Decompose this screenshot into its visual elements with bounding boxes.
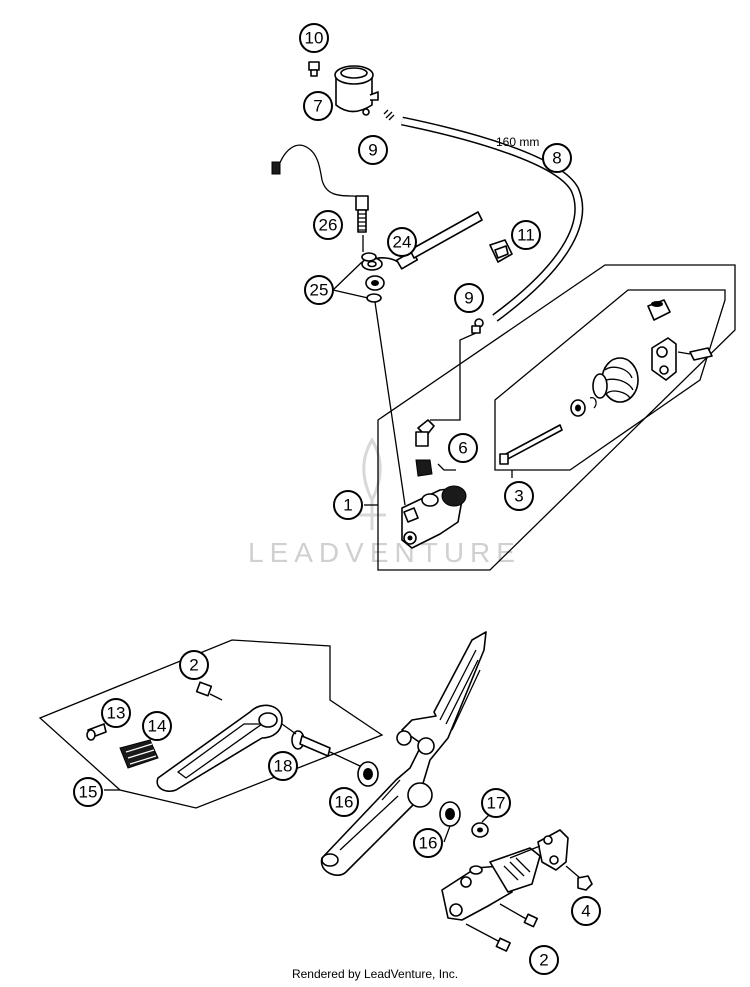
clevis [651,337,677,381]
assembly-line-clamp-to-connector [430,332,477,421]
svg-text:16: 16 [335,793,354,812]
rear-master-cylinder [441,847,541,921]
footrest-rubber [119,739,159,769]
cylinder-screw-upper [499,903,539,928]
bushing-upper [647,299,671,321]
assembly-line-banjo-to-cylinder [374,301,406,506]
callout-2-upper: 2 [179,650,209,680]
svg-text:16: 16 [419,834,438,853]
svg-text:11: 11 [517,226,535,245]
svg-text:13: 13 [107,704,126,723]
clip [489,239,513,263]
rod-washer [570,399,586,417]
footrest-bolt [86,723,107,741]
brake-light-switch [271,144,369,233]
clevis-pin [689,347,713,361]
callout-9-lower: 9 [454,283,484,313]
frame-footrest-group [38,639,384,809]
watermark-text: LEADVENTURE [248,537,521,568]
callout-26: 26 [313,210,343,240]
svg-text:1: 1 [343,496,352,515]
callout-8: 8 [542,143,572,173]
callout-16-left: 16 [329,787,359,817]
clevis-nut [577,875,593,891]
svg-text:9: 9 [368,141,377,160]
rubber-boot [592,357,639,403]
bearing-right [439,801,461,827]
frame-master-cylinder-group [377,264,736,571]
svg-text:15: 15 [79,783,98,802]
callout-18: 18 [268,751,298,781]
frame-piston-rod-group [494,289,726,471]
svg-text:18: 18 [274,757,293,776]
svg-text:10: 10 [305,29,324,48]
svg-text:26: 26 [319,216,338,235]
brake-pedal [320,631,487,876]
pivot-bolt [291,730,331,757]
pushrod-clevis [509,829,569,871]
hose-clamp-upper [383,109,395,121]
reservoir-screw [308,61,320,77]
callout-13: 13 [101,698,131,728]
svg-text:9: 9 [464,289,473,308]
master-cylinder [401,485,467,549]
callout-14: 14 [142,711,172,741]
svg-text:2: 2 [539,951,548,970]
footer-credit: Rendered by LeadVenture, Inc. [292,967,458,981]
callout-3: 3 [504,481,534,511]
callout-2-lower: 2 [529,945,559,975]
callout-6: 6 [448,433,478,463]
svg-text:25: 25 [310,281,329,300]
callout-15: 15 [73,777,103,807]
bearing-left [357,761,379,787]
callout-24: 24 [387,227,417,257]
brake-line-fitting [361,211,483,271]
callout-17: 17 [481,788,511,818]
svg-text:2: 2 [189,656,198,675]
hose-clamp-lower [471,318,484,334]
callout-4: 4 [571,896,601,926]
footrest-arm [156,704,283,793]
svg-text:24: 24 [393,233,412,252]
reservoir [334,65,379,116]
callout-9-upper: 9 [358,135,388,165]
sealing-ring-lower [366,293,382,303]
svg-text:14: 14 [148,717,167,736]
callout-16-right: 16 [413,828,443,858]
svg-text:6: 6 [458,439,467,458]
washer [471,822,489,838]
hose-connector [415,419,435,477]
piston-rod [499,424,563,465]
footrest-screw [195,681,223,701]
svg-text:8: 8 [552,149,561,168]
callout-7: 7 [303,91,333,121]
svg-text:7: 7 [313,97,322,116]
hose-length-label: 160 mm [496,135,539,149]
cylinder-screw-lower [465,923,511,952]
callout-11: 11 [511,220,541,250]
svg-text:17: 17 [487,794,506,813]
retaining-ring [589,397,597,409]
watermark: LEADVENTURE [248,437,521,568]
callout-10: 10 [299,23,329,53]
watermark-flame-logo [358,437,386,530]
callout-1: 1 [333,490,363,520]
svg-text:3: 3 [514,487,523,506]
svg-text:4: 4 [581,902,590,921]
callout-25: 25 [304,275,334,305]
sealing-ring-upper [361,252,377,262]
